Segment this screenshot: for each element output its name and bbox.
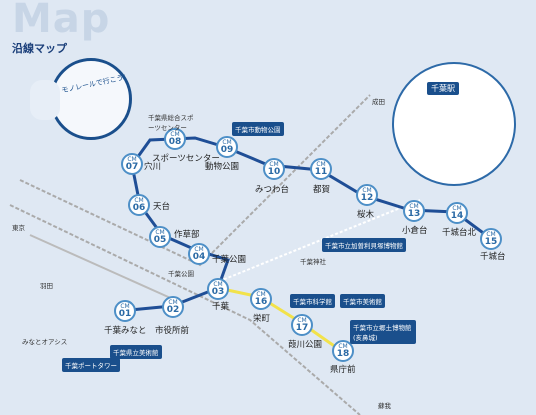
page-subtitle: 沿線マップ	[12, 42, 67, 55]
place-tokyo: 東京	[12, 224, 25, 232]
place-haneda: 羽田	[40, 282, 53, 290]
page-title: Map	[12, 0, 111, 42]
inset-map	[392, 62, 516, 186]
facility-prefmuseum[interactable]: 千葉県立美術館	[110, 345, 162, 359]
conductor-mascot-icon	[30, 80, 60, 120]
place-narita: 成田	[372, 98, 385, 106]
station-name-cm02: 市役所前	[155, 326, 190, 336]
place-soga: 蘇我	[378, 402, 391, 410]
station-name-cm06: 天台	[153, 202, 171, 212]
facility-art[interactable]: 千葉市美術館	[340, 294, 385, 308]
facility-museum[interactable]: 千葉市立郷土博物館 (亥鼻城)	[350, 320, 416, 344]
station-name-cm14: 千城台北	[442, 228, 477, 238]
station-name-cm18: 県庁前	[330, 365, 356, 375]
station-name-cm17: 葭川公園	[288, 340, 323, 350]
facility-shrine[interactable]: 千葉神社	[300, 258, 326, 266]
station-name-cm16: 栄町	[253, 314, 271, 324]
station-name-cm04: 千葉公園	[212, 255, 247, 265]
mascot-badge: モノレールで行こう!	[50, 58, 132, 140]
station-name-cm09: 動物公園	[205, 162, 240, 172]
station-name-cm15: 千城台	[480, 252, 506, 262]
facility-zoo[interactable]: 千葉市動物公園	[232, 122, 284, 136]
facility-porttower[interactable]: 千葉ポートタワー	[62, 358, 120, 372]
facility-science[interactable]: 千葉市科学館	[290, 294, 335, 308]
station-name-cm07: 穴川	[144, 162, 162, 172]
station-name-cm03: 千葉	[212, 302, 230, 312]
station-name-cm13: 小倉台	[402, 226, 428, 236]
badge-text: モノレールで行こう!	[60, 73, 127, 95]
station-name-cm11: 都賀	[313, 185, 331, 195]
station-name-cm10: みつわ台	[255, 185, 290, 195]
station-name-cm05: 作草部	[174, 230, 200, 240]
place-oasis: みなとオアシス	[22, 338, 68, 346]
inset-label: 千葉駅	[427, 82, 459, 95]
facility-kasori[interactable]: 千葉市立加曽利貝塚博物館	[322, 238, 406, 252]
station-name-cm12: 桜木	[357, 210, 375, 220]
facility-chibapark[interactable]: 千葉公園	[168, 270, 194, 278]
station-name-cm08: スポーツセンター	[152, 154, 220, 164]
station-name-cm01: 千葉みなと	[104, 326, 147, 336]
facility-sports[interactable]: 千葉県総合スポーツセンター	[148, 114, 194, 132]
